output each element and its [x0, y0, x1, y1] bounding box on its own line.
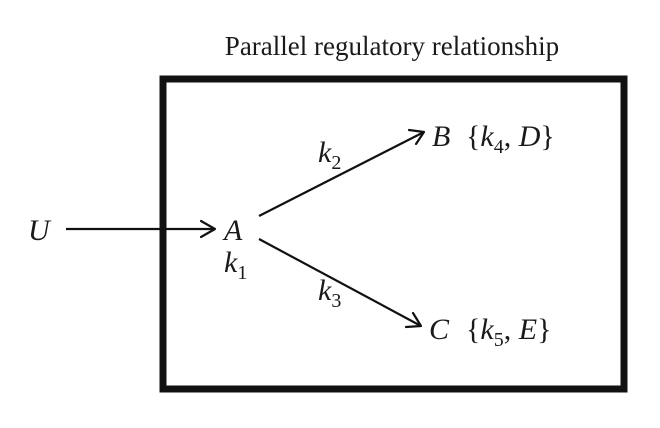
edge-a-to-b: [258, 128, 426, 217]
edge-a-to-c-symbol: k: [318, 274, 332, 307]
node-a-param-sub: 1: [237, 262, 247, 284]
edge-u-to-a: [66, 219, 217, 239]
diagram-title: Parallel regulatory relationship: [225, 31, 559, 61]
edge-a-to-c: [258, 238, 423, 329]
system-boundary-box: [159, 75, 628, 393]
edge-a-to-b-label: k2: [318, 136, 341, 174]
node-c-params-k-sub: 5: [494, 329, 504, 351]
edge-a-to-c-line: [258, 238, 422, 327]
node-b-params-close: }: [540, 120, 554, 153]
node-a-label: A: [222, 214, 243, 247]
node-a-param-symbol: k: [224, 246, 238, 279]
node-b-label: B: [432, 120, 450, 153]
node-c-label: C: [429, 313, 450, 346]
node-c-params: {k5, E}: [466, 313, 551, 351]
node-c-params-open: {: [466, 313, 480, 346]
node-b-params: {k4, D}: [466, 120, 555, 158]
edge-u-to-a-arrowhead: [199, 219, 217, 239]
edge-a-to-c-label: k3: [318, 274, 341, 312]
node-b-params-k: k: [480, 120, 494, 153]
edge-a-to-b-symbol: k: [318, 136, 332, 169]
node-c-params-sep: ,: [504, 313, 519, 346]
node-b-params-sep: ,: [504, 120, 519, 153]
edge-a-to-c-sub: 3: [331, 290, 341, 312]
node-c-params-k: k: [480, 313, 494, 346]
edge-a-to-b-line: [258, 131, 425, 217]
node-a-param: k1: [224, 246, 247, 284]
edge-a-to-b-arrowhead: [407, 128, 426, 146]
edge-a-to-b-sub: 2: [331, 152, 341, 174]
edge-a-to-c-arrowhead: [404, 311, 423, 329]
node-c-params-extra: E: [518, 313, 537, 346]
node-b-params-open: {: [466, 120, 480, 153]
node-b-params-k-sub: 4: [494, 136, 504, 158]
node-c-params-close: }: [537, 313, 551, 346]
node-u-label: U: [28, 214, 52, 247]
node-b-params-extra: D: [518, 120, 541, 153]
